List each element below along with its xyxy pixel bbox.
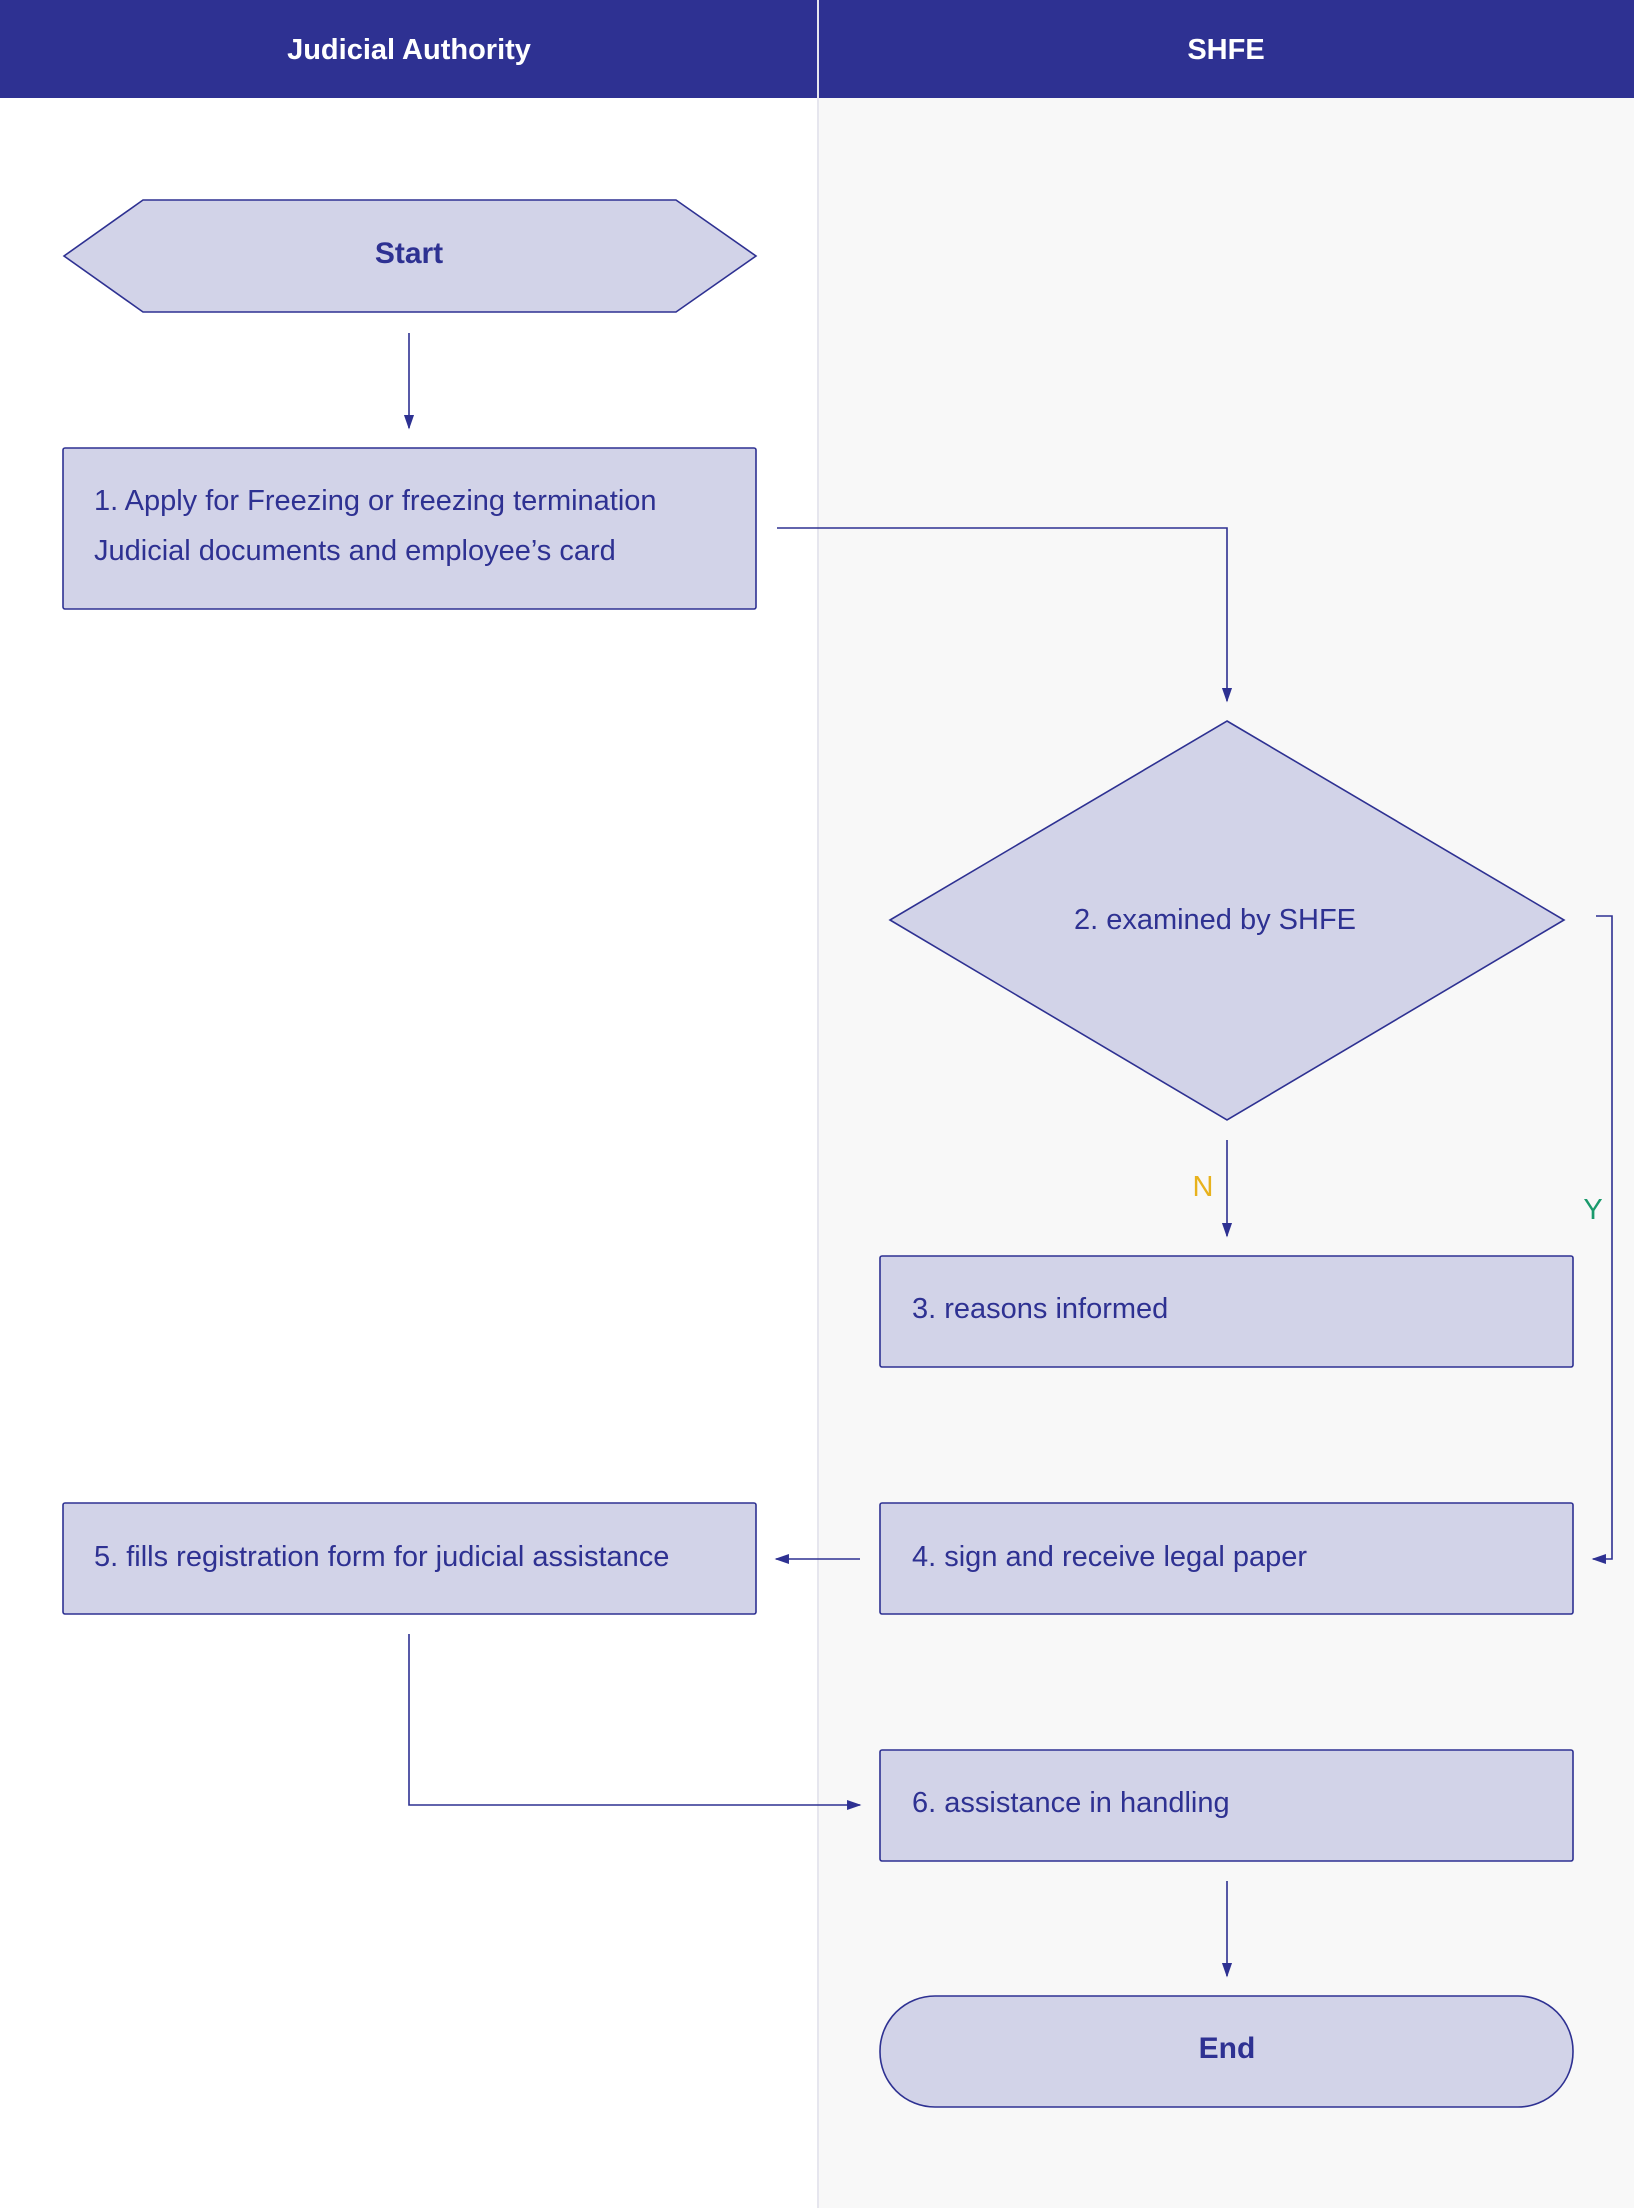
step5-box — [62, 1502, 757, 1615]
edge-step1-to-step2 — [777, 527, 1233, 703]
step3-box — [879, 1255, 1574, 1368]
step4-box — [879, 1502, 1574, 1615]
edge-step5-to-step6 — [408, 1634, 862, 1811]
branch-yes-label: Y — [1583, 1194, 1602, 1226]
lane-title-shfe: SHFE — [1187, 34, 1264, 66]
step4-label: 4. sign and receive legal paper — [912, 1541, 1307, 1573]
step1-label-line1: 1. Apply for Freezing or freezing termin… — [94, 485, 657, 517]
step2-decision — [888, 720, 1566, 1121]
start-node — [62, 199, 758, 313]
end-node — [879, 1995, 1574, 2108]
end-label: End — [1199, 2032, 1256, 2065]
step3-label: 3. reasons informed — [912, 1293, 1168, 1325]
step6-label: 6. assistance in handling — [912, 1787, 1230, 1819]
lane-title-judicial-authority: Judicial Authority — [287, 34, 531, 66]
edge-step2-yes-to-step4 — [1591, 915, 1613, 1565]
step6-box — [879, 1749, 1574, 1862]
lane-header-judicial-authority — [0, 0, 817, 98]
step1-box — [62, 447, 757, 610]
branch-no-label: N — [1193, 1171, 1214, 1203]
step2-label: 2. examined by SHFE — [1074, 904, 1356, 936]
lane-header-shfe — [819, 0, 1634, 98]
lane-judicial-authority — [0, 0, 818, 2208]
step1-label-line2: Judicial documents and employee’s card — [94, 535, 616, 567]
step5-label: 5. fills registration form for judicial … — [94, 1541, 669, 1573]
start-label: Start — [375, 237, 443, 270]
